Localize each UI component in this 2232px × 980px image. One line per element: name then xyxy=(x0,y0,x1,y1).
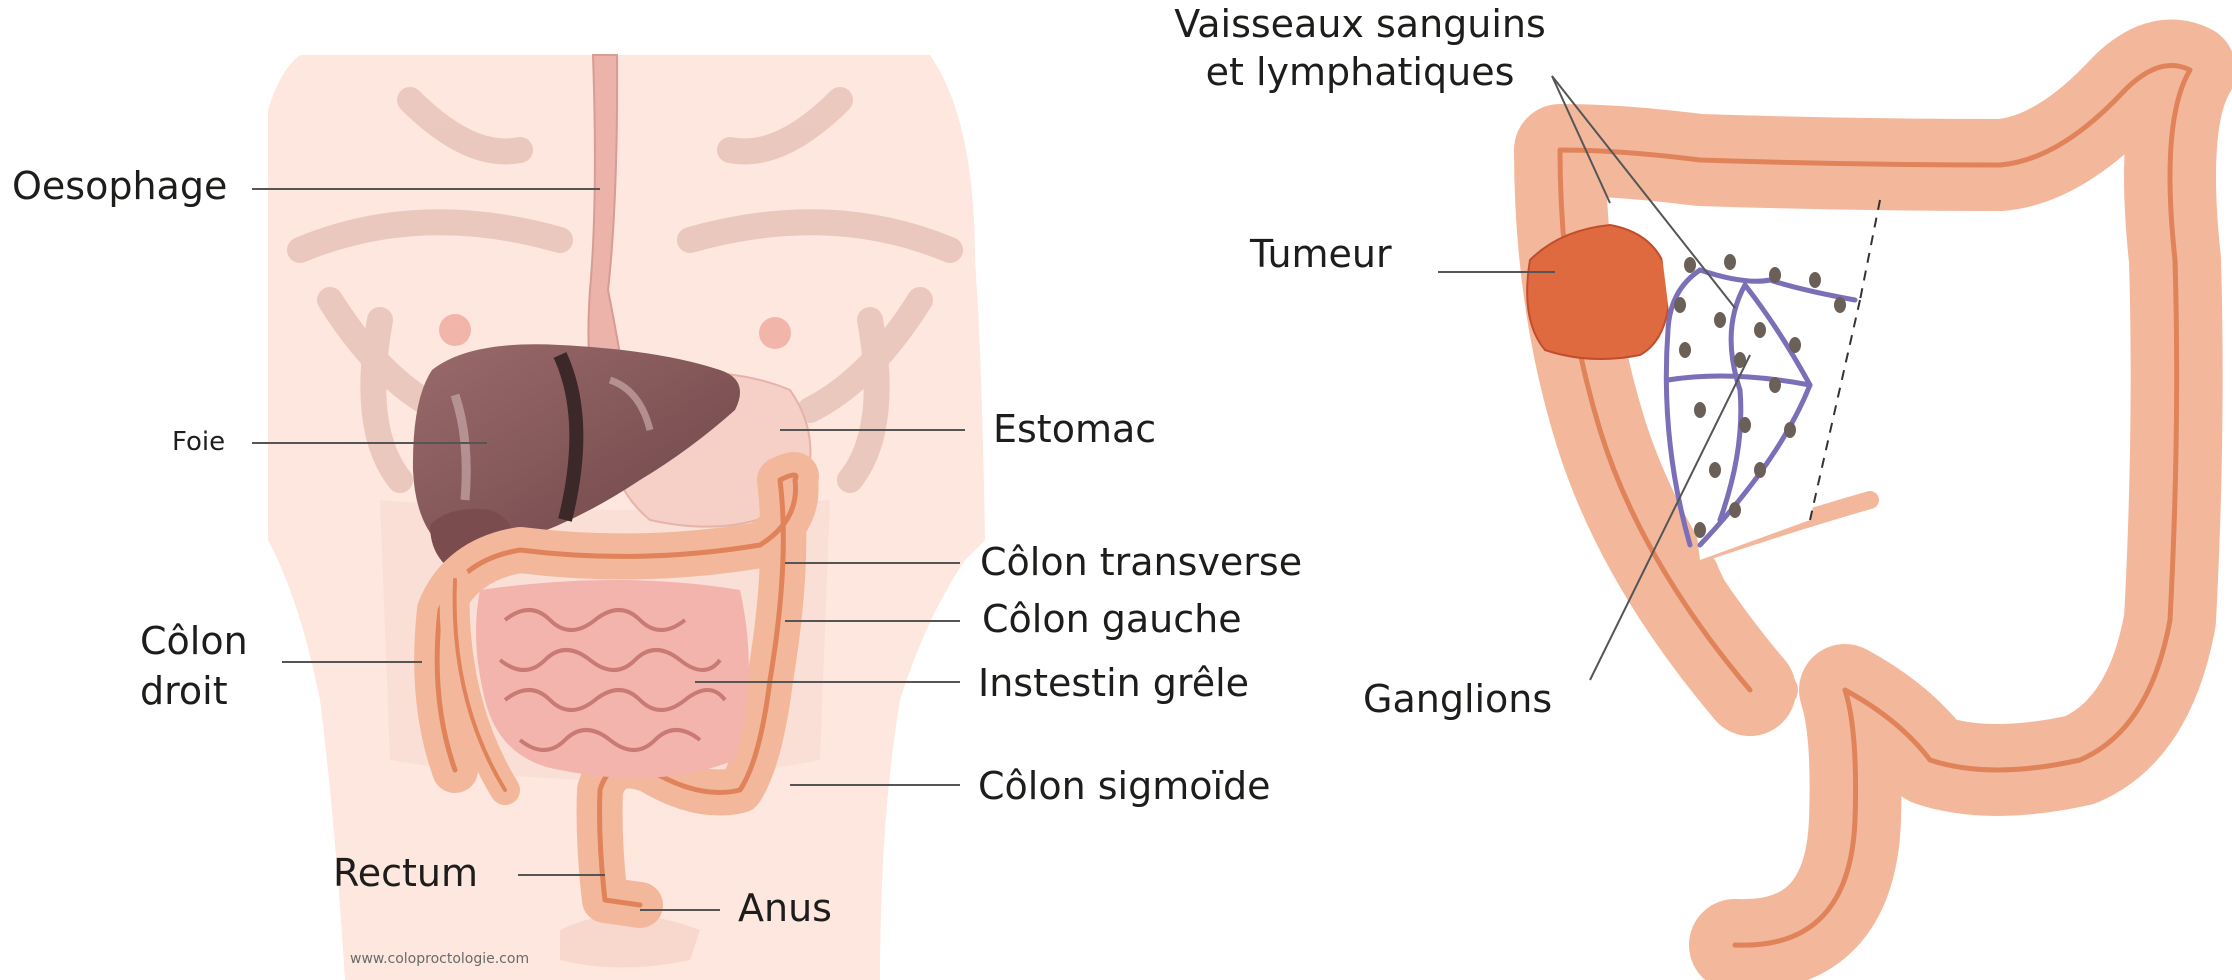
small-intestine xyxy=(476,580,749,778)
label-vaisseaux-line2: et lymphatiques xyxy=(1150,50,1570,96)
label-intestin-grele: Instestin grêle xyxy=(978,661,1249,707)
label-anus: Anus xyxy=(738,886,832,932)
label-vaisseaux-line1: Vaisseaux sanguins xyxy=(1150,2,1570,48)
label-colon-sigmoide: Côlon sigmoïde xyxy=(978,764,1271,810)
label-estomac: Estomac xyxy=(993,407,1156,453)
label-colon-droit-line2: droit xyxy=(140,669,228,715)
tumor xyxy=(1527,225,1670,359)
label-colon-gauche: Côlon gauche xyxy=(982,597,1242,643)
label-ganglions: Ganglions xyxy=(1363,677,1552,723)
colon-closeup xyxy=(1560,66,2190,946)
torso-silhouette xyxy=(268,55,985,980)
label-colon-droit-line1: Côlon xyxy=(140,619,248,665)
left-nipple xyxy=(439,314,471,346)
label-colon-transverse: Côlon transverse xyxy=(980,540,1302,586)
right-nipple xyxy=(759,317,791,349)
label-tumeur: Tumeur xyxy=(1250,232,1392,278)
label-foie: Foie xyxy=(172,427,225,458)
watermark: www.coloproctologie.com xyxy=(350,951,529,968)
label-oesophage: Oesophage xyxy=(12,164,227,210)
label-rectum: Rectum xyxy=(333,851,478,897)
